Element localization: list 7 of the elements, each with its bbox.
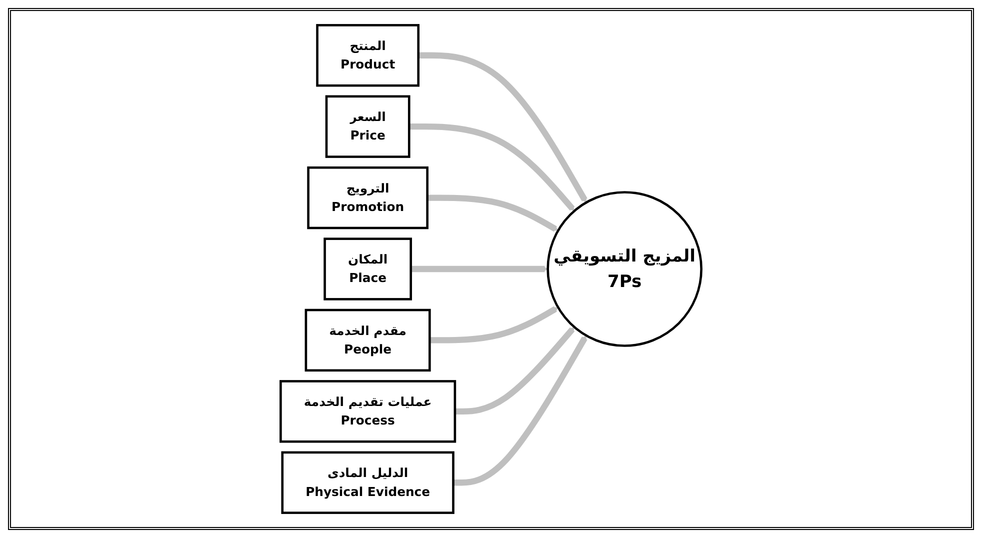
arrow — [409, 124, 575, 212]
arrow — [410, 266, 548, 272]
arrow — [454, 326, 575, 415]
arrow — [453, 335, 588, 486]
arrow — [430, 306, 558, 344]
arrow — [418, 52, 588, 203]
arrow — [427, 194, 558, 232]
